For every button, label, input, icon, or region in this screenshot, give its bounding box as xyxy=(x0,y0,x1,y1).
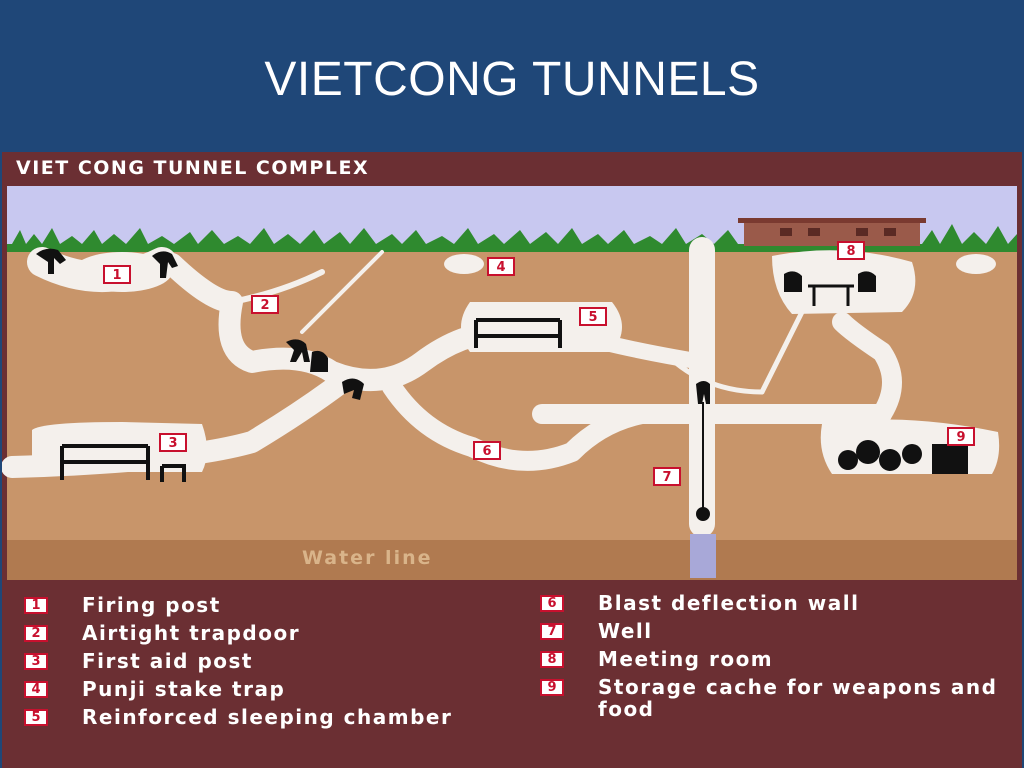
legend-right: 6 Blast deflection wall 7 Well 8 Meeting… xyxy=(540,590,1020,768)
svg-text:6: 6 xyxy=(482,444,491,459)
svg-text:3: 3 xyxy=(168,436,177,451)
storage-cache-icon xyxy=(838,440,968,474)
marker-4: 4 xyxy=(487,257,515,276)
marker-5: 5 xyxy=(579,307,607,326)
legend-label: Storage cache for weapons and food xyxy=(598,675,998,721)
legend-badge: 1 xyxy=(24,597,48,614)
svg-text:5: 5 xyxy=(588,310,597,325)
diagram-title: VIET CONG TUNNEL COMPLEX xyxy=(16,157,370,179)
marker-9: 9 xyxy=(947,427,975,446)
well-water xyxy=(690,534,716,578)
legend-label: Blast deflection wall xyxy=(598,591,860,615)
marker-3: 3 xyxy=(159,433,187,452)
svg-text:4: 4 xyxy=(496,260,505,275)
marker-2: 2 xyxy=(251,295,279,314)
marker-8: 8 xyxy=(837,241,865,260)
legend-label: Reinforced sleeping chamber xyxy=(82,705,453,729)
legend-item: 3 First aid post xyxy=(24,650,253,672)
tunnel-cross-section: Water line xyxy=(2,186,1017,580)
legend-badge: 4 xyxy=(24,681,48,698)
legend-item: 6 Blast deflection wall xyxy=(540,592,859,614)
marker-1: 1 xyxy=(103,265,131,284)
legend-left: 1 Firing post 2 Airtight trapdoor 3 Firs… xyxy=(24,590,524,768)
svg-text:9: 9 xyxy=(956,430,965,445)
legend-item: 8 Meeting room xyxy=(540,648,773,670)
well-rope-icon xyxy=(696,402,710,521)
legend-label: Meeting room xyxy=(598,647,774,671)
legend-badge: 3 xyxy=(24,653,48,670)
svg-text:1: 1 xyxy=(112,268,121,283)
bed-icons xyxy=(60,318,562,482)
legend-item: 9 Storage cache for weapons and food xyxy=(540,676,998,720)
legend-label: Firing post xyxy=(82,593,221,617)
tunnel-diagram-figure: VIET CONG TUNNEL COMPLEX xyxy=(2,152,1022,768)
marker-7: 7 xyxy=(653,467,681,486)
legend-badge: 9 xyxy=(540,679,564,696)
legend-label: Punji stake trap xyxy=(82,677,286,701)
legend-label: Airtight trapdoor xyxy=(82,621,301,645)
legend-label: First aid post xyxy=(82,649,253,673)
meeting-table-icon xyxy=(808,284,854,306)
slide-title: VIETCONG TUNNELS xyxy=(264,53,760,106)
svg-text:7: 7 xyxy=(662,470,671,485)
legend-badge: 6 xyxy=(540,595,564,612)
water-line-label: Water line xyxy=(302,547,433,569)
village-hut xyxy=(738,218,926,246)
legend-badge: 8 xyxy=(540,651,564,668)
svg-text:2: 2 xyxy=(260,298,269,313)
legend-badge: 2 xyxy=(24,625,48,642)
grass-strip xyxy=(7,224,1017,252)
slide-header: VIETCONG TUNNELS xyxy=(0,0,1024,150)
legend-item: 5 Reinforced sleeping chamber xyxy=(24,706,482,728)
legend-badge: 5 xyxy=(24,709,48,726)
legend-item: 7 Well xyxy=(540,620,653,642)
soldier-icons xyxy=(36,248,876,404)
deep-soil xyxy=(7,540,1017,580)
legend-badge: 7 xyxy=(540,623,564,640)
marker-6: 6 xyxy=(473,441,501,460)
svg-text:8: 8 xyxy=(846,244,855,259)
legend-label: Well xyxy=(598,619,653,643)
legend-item: 4 Punji stake trap xyxy=(24,678,285,700)
legend-item: 2 Airtight trapdoor xyxy=(24,622,300,644)
legend-item: 1 Firing post xyxy=(24,594,221,616)
